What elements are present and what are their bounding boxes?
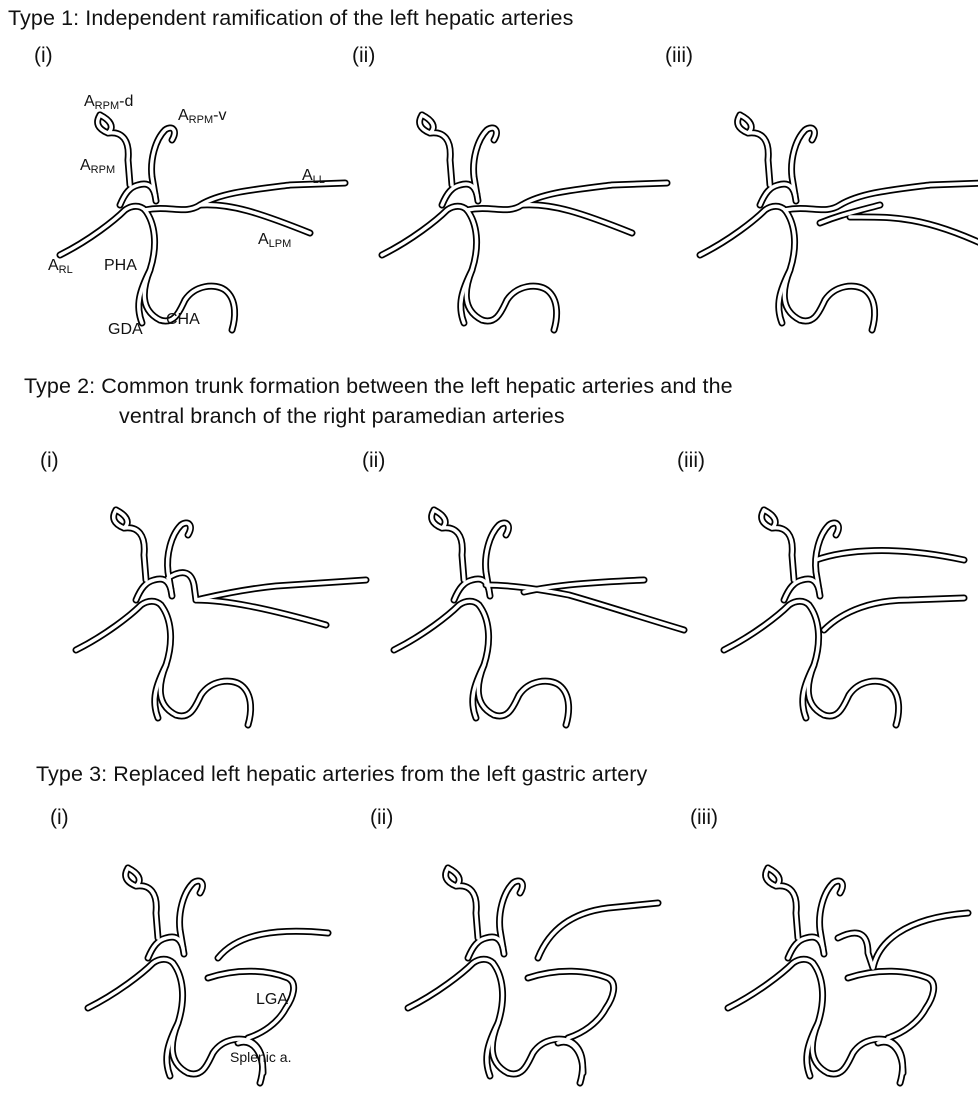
vessel-lumen-rl bbox=[728, 959, 813, 1008]
vessel-outline-rpm_d bbox=[768, 868, 798, 938]
vessel-lumen-pha bbox=[812, 963, 828, 1073]
label-lga: LGA bbox=[256, 992, 288, 1008]
vessel-lumen-lga bbox=[838, 913, 968, 1038]
vessel-group bbox=[728, 868, 968, 1083]
label-splenic: Splenic a. bbox=[230, 1050, 291, 1064]
